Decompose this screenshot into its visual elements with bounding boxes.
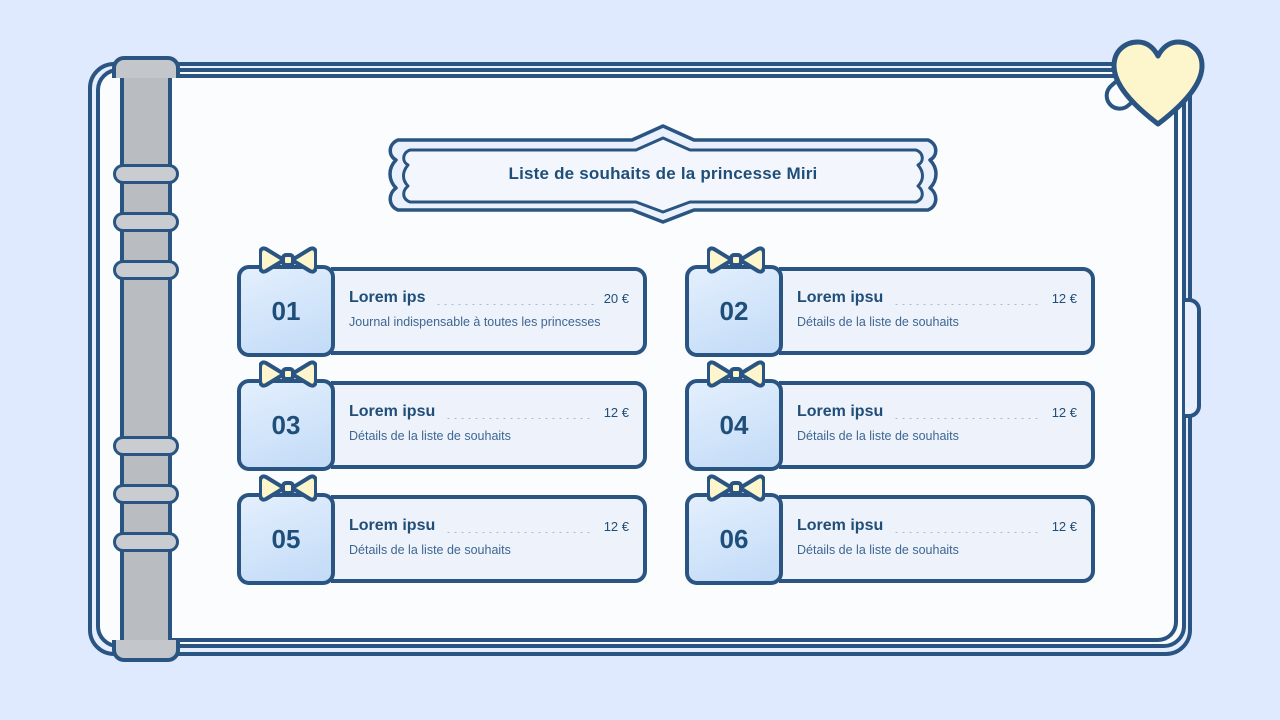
card-price: 12 € xyxy=(1051,518,1077,534)
page-edge-tab xyxy=(1185,298,1201,418)
card-number: 06 xyxy=(685,493,783,585)
heart-icon xyxy=(1111,39,1205,127)
binder-spine xyxy=(120,58,172,660)
card-number: 03 xyxy=(237,379,335,471)
bow-ribbon-icon xyxy=(258,473,318,503)
card-body: Lorem ipsu 12 € Détails de la liste de s… xyxy=(331,495,647,583)
card-body: Lorem ipsu 12 € Détails de la liste de s… xyxy=(779,267,1095,355)
wishlist-grid: 01 Lorem ips 20 € Journal indispensable … xyxy=(237,246,1095,595)
card-body: Lorem ips 20 € Journal indispensable à t… xyxy=(331,267,647,355)
bow-ribbon-icon xyxy=(706,245,766,275)
card-subtitle: Détails de la liste de souhaits xyxy=(797,429,959,443)
card-subtitle: Journal indispensable à toutes les princ… xyxy=(349,315,601,329)
spine-cap-top xyxy=(112,56,180,78)
card-title-row: Lorem ipsu 12 € xyxy=(349,401,629,423)
card-title: Lorem ips xyxy=(349,289,426,306)
card-price: 12 € xyxy=(1051,290,1077,306)
card-number: 05 xyxy=(237,493,335,585)
card-title-row: Lorem ipsu 12 € xyxy=(797,287,1077,309)
wishlist-card[interactable]: 06 Lorem ipsu 12 € Détails de la liste d… xyxy=(685,474,1095,585)
card-title: Lorem ipsu xyxy=(349,517,436,534)
bow-ribbon-icon xyxy=(258,359,318,389)
banner-frame-icon xyxy=(388,124,938,224)
card-title: Lorem ipsu xyxy=(797,289,884,306)
card-body: Lorem ipsu 12 € Détails de la liste de s… xyxy=(779,495,1095,583)
card-subtitle: Détails de la liste de souhaits xyxy=(349,543,511,557)
card-title-row: Lorem ipsu 12 € xyxy=(797,515,1077,537)
page-title: Liste de souhaits de la princesse Miri xyxy=(508,164,818,183)
card-title-row: Lorem ipsu 12 € xyxy=(797,401,1077,423)
card-price: 20 € xyxy=(603,290,629,306)
spine-cap-bottom xyxy=(112,640,180,662)
dotted-leader xyxy=(893,519,1042,533)
card-price: 12 € xyxy=(1051,404,1077,420)
binder-ring xyxy=(113,260,179,280)
card-title: Lorem ipsu xyxy=(349,403,436,420)
card-subtitle: Détails de la liste de souhaits xyxy=(797,315,959,329)
card-title: Lorem ipsu xyxy=(797,403,884,420)
bow-ribbon-icon xyxy=(258,245,318,275)
binder-ring xyxy=(113,164,179,184)
bow-ribbon-icon xyxy=(706,359,766,389)
card-price: 12 € xyxy=(603,518,629,534)
card-number: 04 xyxy=(685,379,783,471)
heart-bookmark xyxy=(1106,36,1210,132)
card-number: 01 xyxy=(237,265,335,357)
card-price: 12 € xyxy=(603,404,629,420)
binder-ring xyxy=(113,484,179,504)
card-subtitle: Détails de la liste de souhaits xyxy=(797,543,959,557)
card-title: Lorem ipsu xyxy=(797,517,884,534)
wishlist-card[interactable]: 05 Lorem ipsu 12 € Détails de la liste d… xyxy=(237,474,647,585)
wishlist-card[interactable]: 03 Lorem ipsu 12 € Détails de la liste d… xyxy=(237,360,647,471)
dotted-leader xyxy=(893,291,1042,305)
card-body: Lorem ipsu 12 € Détails de la liste de s… xyxy=(331,381,647,469)
dotted-leader xyxy=(893,405,1042,419)
card-title-row: Lorem ipsu 12 € xyxy=(349,515,629,537)
card-subtitle: Détails de la liste de souhaits xyxy=(349,429,511,443)
wishlist-card[interactable]: 02 Lorem ipsu 12 € Détails de la liste d… xyxy=(685,246,1095,357)
card-number: 02 xyxy=(685,265,783,357)
card-body: Lorem ipsu 12 € Détails de la liste de s… xyxy=(779,381,1095,469)
bow-ribbon-icon xyxy=(706,473,766,503)
dotted-leader xyxy=(435,291,594,305)
wishlist-card[interactable]: 01 Lorem ips 20 € Journal indispensable … xyxy=(237,246,647,357)
binder-ring xyxy=(113,212,179,232)
binder-ring xyxy=(113,532,179,552)
dotted-leader xyxy=(445,405,594,419)
binder-ring xyxy=(113,436,179,456)
title-banner: Liste de souhaits de la princesse Miri xyxy=(384,122,942,226)
card-title-row: Lorem ips 20 € xyxy=(349,287,629,309)
dotted-leader xyxy=(445,519,594,533)
wishlist-card[interactable]: 04 Lorem ipsu 12 € Détails de la liste d… xyxy=(685,360,1095,471)
